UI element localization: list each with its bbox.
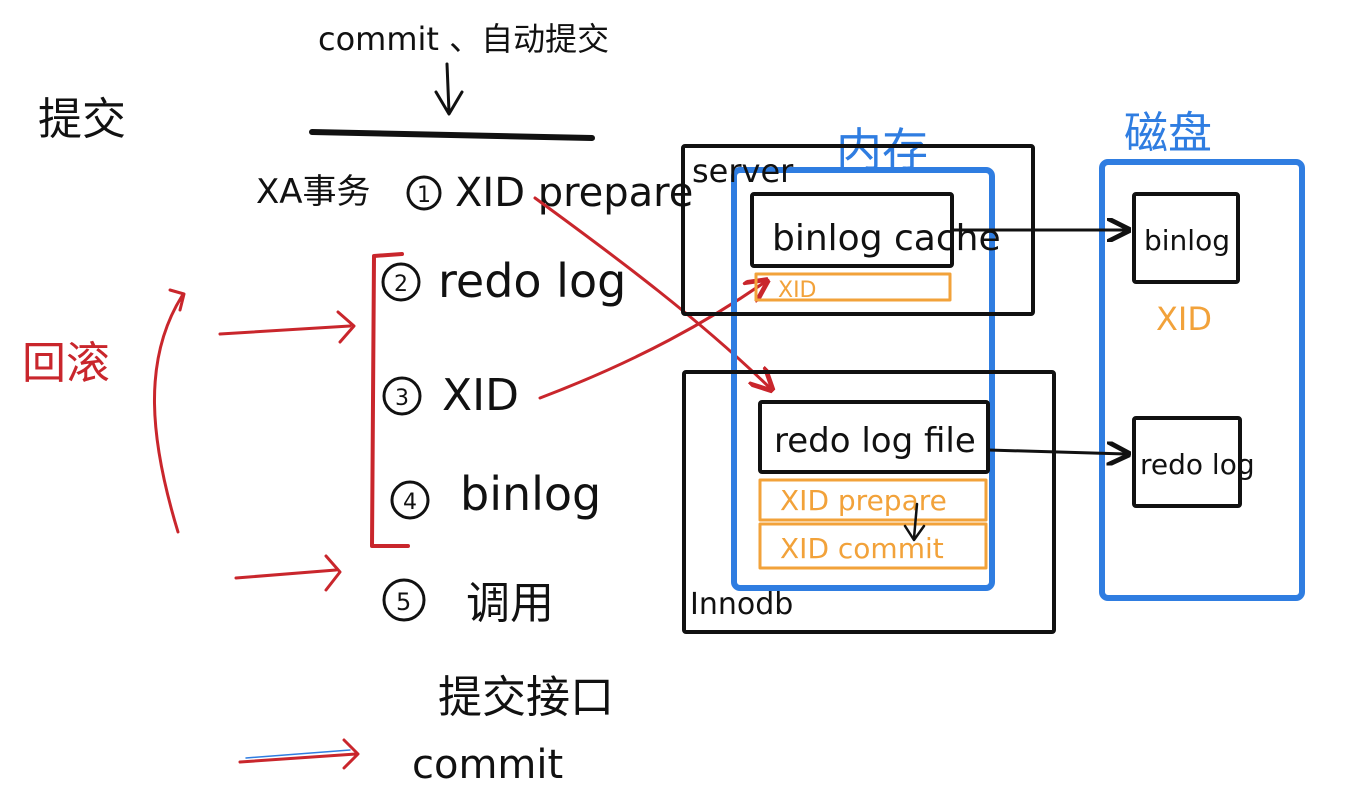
xid-prepare-label: XID prepare <box>780 484 947 517</box>
binlog-cache-label: binlog cache <box>772 218 1001 259</box>
step-5-number: 5 <box>396 588 411 616</box>
step-1-number: 1 <box>417 183 431 208</box>
disk-binlog-box <box>1132 192 1240 284</box>
binlog-cache-xid-box <box>754 272 952 302</box>
down-arrow-icon <box>434 62 464 116</box>
rollback-arrow-to-step-5 <box>234 554 342 592</box>
step-3: 3 XID <box>382 370 519 421</box>
step-4-circle <box>390 480 430 520</box>
disk-redo-log-label: redo log <box>1140 448 1255 481</box>
divider-line <box>309 129 595 141</box>
step-1-prefix: XA事务 <box>256 172 371 212</box>
step-2-label: redo log <box>438 254 626 308</box>
binlog-cache-xid-label: XID <box>778 278 817 303</box>
prepare-to-commit-arrow <box>903 502 926 542</box>
innodb-label: Innodb <box>690 587 793 622</box>
step-3-label: XID <box>442 370 519 421</box>
step-3-number: 3 <box>395 386 409 411</box>
xid-commit-box <box>758 522 988 570</box>
disk-binlog-label: binlog <box>1144 224 1230 257</box>
disk-box <box>1099 159 1305 601</box>
step-2-circle <box>381 262 421 302</box>
bracket-icon <box>370 252 410 548</box>
rollback-arrow-to-bracket <box>218 310 356 344</box>
innodb-frame <box>682 370 1056 634</box>
step-2-number: 2 <box>394 272 408 297</box>
commit-arrow <box>238 738 360 770</box>
commit-arrow-shadow <box>245 749 351 759</box>
step-5-sublabel: 提交接口 <box>438 672 614 723</box>
curved-arrow-icon <box>153 288 186 534</box>
step-1-circle <box>406 175 442 211</box>
step-5: 5 调用 提交接口 <box>382 578 614 723</box>
xid-to-binlog-cache-arrow <box>538 282 765 400</box>
step-1: XA事务 1 XID prepare <box>256 170 693 216</box>
step-3-circle <box>382 376 422 416</box>
disk-binlog-xid-label: XID <box>1156 300 1212 338</box>
step-5-circle <box>382 578 426 622</box>
redo-log-file-label: redo log file <box>774 421 976 461</box>
step-4-label: binlog <box>460 467 601 521</box>
trigger-label: commit 、自动提交 <box>318 20 609 58</box>
server-label: server <box>692 152 794 190</box>
step-1-label: XID prepare <box>455 170 693 216</box>
innodb-box: Innodb redo log file XID prepare XID com… <box>682 370 1056 634</box>
xid-prepare-to-redo-arrow <box>533 196 770 388</box>
disk-redo-log-box <box>1132 416 1242 508</box>
rollback-label: 回滚 <box>22 338 110 389</box>
step-5-label: 调用 <box>466 578 554 629</box>
xid-prepare-box <box>758 478 988 522</box>
step-2: 2 redo log <box>381 254 626 308</box>
step-4: 4 binlog <box>390 467 601 521</box>
disk-title: 磁盘 <box>1124 108 1212 159</box>
memory-box <box>731 167 995 591</box>
redo-log-flush-arrow <box>986 450 1126 454</box>
final-commit-label: commit <box>412 742 563 788</box>
xid-commit-label: XID commit <box>780 532 944 565</box>
step-4-number: 4 <box>403 490 417 515</box>
redo-log-file-box <box>758 400 990 474</box>
submit-label: 提交 <box>38 94 126 145</box>
